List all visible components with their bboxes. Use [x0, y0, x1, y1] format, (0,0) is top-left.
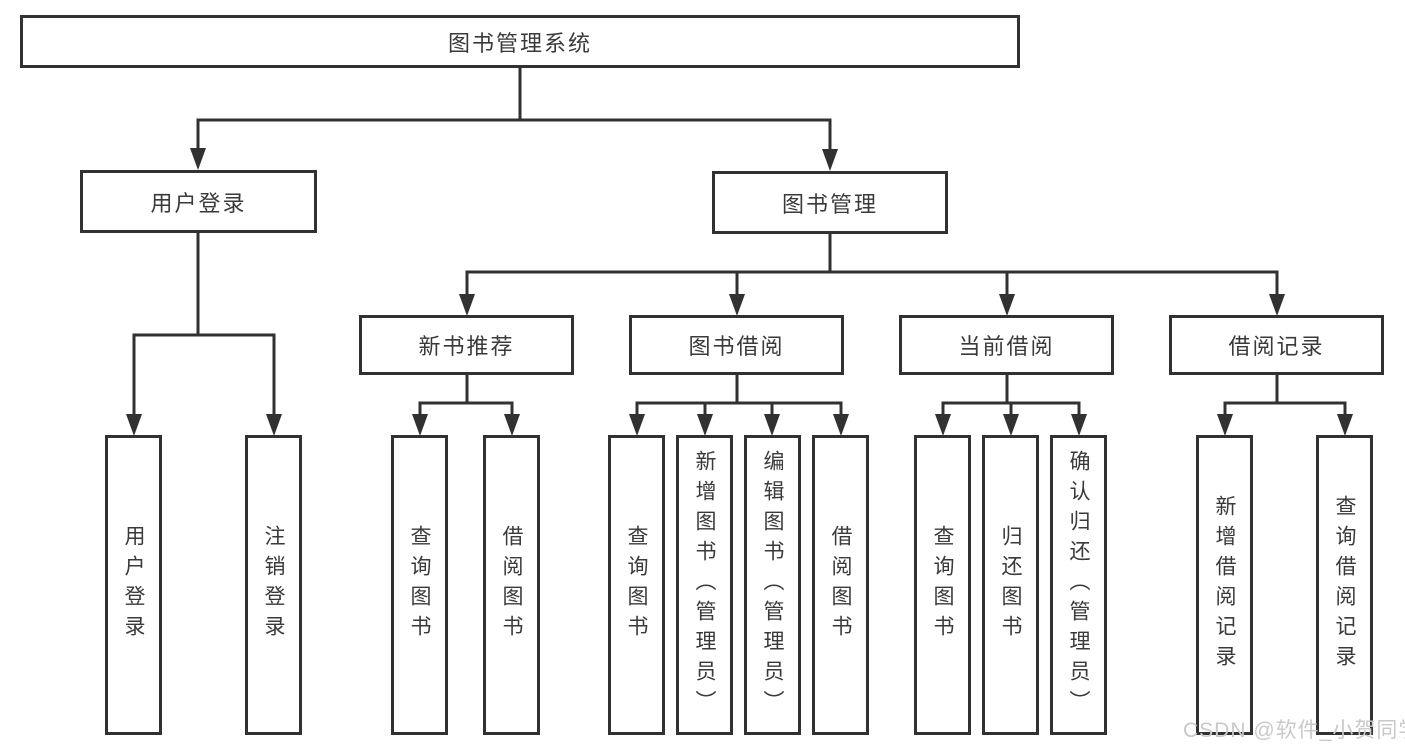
node-label: 借阅图书	[829, 525, 853, 645]
node-label: 编辑图书（管理员）	[761, 450, 785, 720]
node-label: 新增图书（管理员）	[693, 450, 717, 720]
leaf-query-books: 查询图书	[914, 435, 971, 735]
leaf-borrow-books: 借阅图书	[812, 435, 869, 735]
connector-user-login-branch	[132, 233, 276, 418]
arrow-down-icon	[1217, 414, 1233, 436]
connector-borrow-records-branch	[1223, 374, 1347, 418]
arrow-down-icon	[629, 414, 645, 436]
node-label: 查询图书	[625, 525, 649, 645]
arrow-down-icon	[504, 414, 520, 436]
node-label: 用户登录	[150, 190, 247, 216]
node-root: 图书管理系统	[20, 15, 1020, 68]
connector-book-mgmt-branch	[465, 234, 1279, 298]
leaf-add-books-admin: 新增图书（管理员）	[676, 435, 733, 735]
node-label: 用户登录	[122, 525, 146, 645]
arrow-down-icon	[764, 414, 780, 436]
arrow-down-icon	[266, 414, 282, 436]
arrow-down-icon	[126, 414, 142, 436]
node-current-borrowing: 当前借阅	[899, 315, 1114, 375]
node-label: 图书管理	[781, 191, 878, 217]
node-book-management: 图书管理	[712, 171, 948, 234]
node-label: 查询借阅记录	[1333, 495, 1357, 675]
node-label: 新书推荐	[418, 334, 515, 359]
node-label: 确认归还（管理员）	[1067, 450, 1091, 720]
leaf-confirm-return-admin: 确认归还（管理员）	[1050, 435, 1107, 735]
arrow-down-icon	[1071, 414, 1087, 436]
node-user-login: 用户登录	[80, 170, 317, 233]
node-label: 图书管理系统	[447, 30, 592, 56]
leaf-query-books: 查询图书	[391, 435, 448, 735]
arrowhead-icons	[126, 148, 1353, 436]
node-new-book-recommend: 新书推荐	[359, 315, 574, 375]
leaf-logout: 注销登录	[245, 435, 302, 735]
arrow-down-icon	[697, 414, 713, 436]
arrow-down-icon	[1003, 414, 1019, 436]
connector-current-borrow-branch	[941, 374, 1081, 418]
csdn-watermark: CSDN @软件_小贺同学	[1183, 719, 1405, 742]
arrow-down-icon	[190, 148, 206, 170]
connector-book-borrow-branch	[635, 374, 843, 418]
arrow-down-icon	[833, 414, 849, 436]
node-borrowing-records: 借阅记录	[1169, 315, 1384, 375]
arrow-down-icon	[1269, 294, 1285, 316]
node-label: 借阅记录	[1228, 334, 1325, 359]
connector-new-book-branch	[418, 374, 514, 418]
arrow-down-icon	[1337, 414, 1353, 436]
leaf-add-borrow-record: 新增借阅记录	[1196, 435, 1253, 735]
leaf-edit-books-admin: 编辑图书（管理员）	[744, 435, 801, 735]
node-label: 当前借阅	[958, 334, 1055, 359]
arrow-down-icon	[459, 294, 475, 316]
arrow-down-icon	[935, 414, 951, 436]
node-label: 查询图书	[408, 525, 432, 645]
node-label: 归还图书	[999, 525, 1023, 645]
arrow-down-icon	[999, 294, 1015, 316]
leaf-return-books: 归还图书	[982, 435, 1039, 735]
leaf-query-borrow-record: 查询借阅记录	[1316, 435, 1373, 735]
leaf-borrow-books: 借阅图书	[483, 435, 540, 735]
leaf-user-login: 用户登录	[105, 435, 162, 735]
node-label: 新增借阅记录	[1213, 495, 1237, 675]
node-label: 借阅图书	[500, 525, 524, 645]
node-label: 注销登录	[262, 525, 286, 645]
node-label: 图书借阅	[688, 334, 785, 359]
connector-root-to-level2	[196, 68, 832, 152]
arrow-down-icon	[412, 414, 428, 436]
node-book-borrowing: 图书借阅	[629, 315, 844, 375]
leaf-query-books: 查询图书	[608, 435, 665, 735]
arrow-down-icon	[729, 294, 745, 316]
node-label: 查询图书	[931, 525, 955, 645]
arrow-down-icon	[822, 149, 838, 171]
